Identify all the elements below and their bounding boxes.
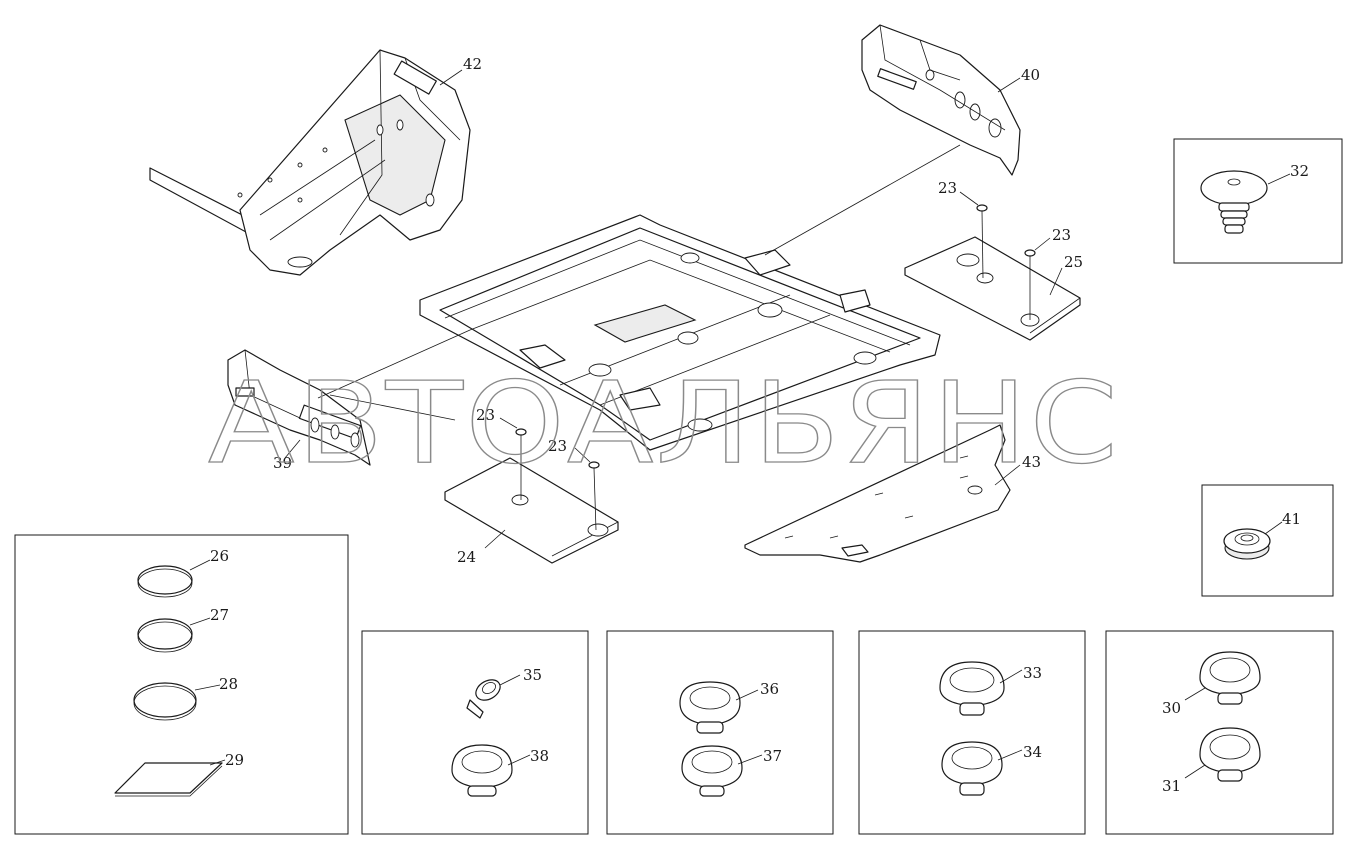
part-26-patch — [137, 565, 193, 598]
part-41-grommet — [1223, 528, 1271, 560]
callout-40: 40 — [1021, 66, 1040, 84]
part-38-plug — [451, 744, 513, 797]
callout-29: 29 — [225, 751, 244, 769]
callout-26: 26 — [210, 547, 229, 565]
watermark-text: АВТОАЛЬЯНС — [208, 359, 1120, 489]
box-parts-35-38 — [361, 630, 589, 835]
callout-31: 31 — [1162, 777, 1181, 795]
callout-42: 42 — [463, 55, 482, 73]
part-36-plug — [679, 681, 741, 734]
part-27-patch — [137, 618, 193, 653]
box-part-41 — [1201, 484, 1334, 597]
box-parts-33-34 — [858, 630, 1086, 835]
part-32-clip — [1200, 170, 1268, 234]
clip-23-center — [588, 461, 600, 531]
part-25-right-mat — [904, 236, 1081, 341]
part-30-plug — [1199, 651, 1261, 705]
part-37-plug — [681, 745, 743, 797]
part-24-left-mat — [444, 457, 619, 564]
callout-28: 28 — [219, 675, 238, 693]
main-floor-pan — [419, 214, 941, 451]
part-40-cross-member — [861, 24, 1021, 176]
callout-36: 36 — [760, 680, 779, 698]
callout-43: 43 — [1022, 453, 1041, 471]
callout-23-b: 23 — [1052, 226, 1071, 244]
callout-38: 38 — [530, 747, 549, 765]
clip-23-left — [515, 428, 527, 500]
callout-41: 41 — [1282, 510, 1301, 528]
part-31-plug — [1199, 727, 1261, 782]
box-parts-36-37 — [606, 630, 834, 835]
callout-23-a: 23 — [938, 179, 957, 197]
part-43-heat-shield — [744, 424, 1011, 563]
part-39-side-member — [227, 349, 371, 466]
callout-35: 35 — [523, 666, 542, 684]
part-29-pad — [114, 762, 223, 797]
callout-34: 34 — [1023, 743, 1042, 761]
clip-23-upper-right — [976, 204, 988, 279]
callout-23-d: 23 — [548, 437, 567, 455]
callout-32: 32 — [1290, 162, 1309, 180]
callout-27: 27 — [210, 606, 229, 624]
callout-23-c: 23 — [476, 406, 495, 424]
part-34-plug — [941, 741, 1003, 796]
callout-25: 25 — [1064, 253, 1083, 271]
callout-30: 30 — [1162, 699, 1181, 717]
part-42-front-floor-panel — [149, 49, 471, 276]
clip-23-right — [1024, 249, 1036, 320]
callout-33: 33 — [1023, 664, 1042, 682]
part-33-plug — [939, 661, 1005, 716]
box-parts-26-29 — [14, 534, 349, 835]
part-28-patch — [133, 682, 197, 721]
callout-37: 37 — [763, 747, 782, 765]
callout-24: 24 — [457, 548, 476, 566]
part-35-plug — [466, 679, 501, 719]
box-part-32 — [1173, 138, 1343, 264]
callout-39: 39 — [273, 454, 292, 472]
box-parts-30-31 — [1105, 630, 1334, 835]
